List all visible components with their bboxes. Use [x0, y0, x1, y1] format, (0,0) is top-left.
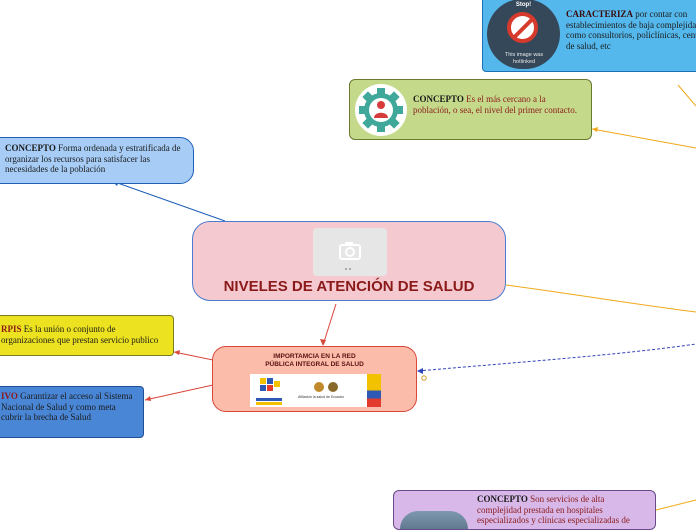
camera-placeholder-icon [313, 228, 387, 276]
objetivo-label: IVO [1, 391, 18, 401]
concepto-bottom-label: CONCEPTO [477, 494, 528, 504]
arrowhead-importancia [320, 339, 326, 346]
importancia-title: IMPORTAMCIA EN LA RED PÚBLICA INTEGRAL D… [265, 353, 364, 368]
objetivo-node[interactable]: IVO Garantizar el acceso al Sistema Naci… [0, 386, 144, 438]
logo-caption: Afiliación la salud de Ecuador [298, 395, 344, 399]
hospital-photo [400, 511, 468, 529]
coat-of-arms-icon-2 [328, 382, 338, 392]
stop-text: Stop! [515, 2, 532, 8]
logo-flag-bar [367, 374, 381, 407]
logo-stripe-yellow [256, 402, 282, 405]
link-central-to-importancia [322, 303, 337, 346]
arrowhead-concepto-top [592, 127, 598, 132]
ecuador-emblem-icon [260, 378, 282, 394]
concepto-left-label: CONCEPTO [5, 143, 56, 153]
hotlinked-image-placeholder: Stop! This image was hotlinked [487, 0, 560, 69]
objetivo-text: Garantizar el acceso al Sistema Nacional… [1, 391, 133, 422]
link-right-to-caracteriza [677, 84, 696, 107]
red-publica-logo-image: Afiliación la salud de Ecuador [250, 374, 381, 407]
concepto-alta-complejidad-node[interactable]: CONCEPTO Son servicios de alta complejid… [393, 490, 656, 530]
link-importancia-to-objetivo [144, 384, 214, 401]
rpis-text: Es la unión o conjunto de organizaciones… [1, 324, 159, 345]
caracteriza-text: por contar con establecimientos de baja … [566, 9, 696, 51]
dashed-relation-link [417, 343, 696, 372]
concepto-top-label: CONCEPTO [413, 94, 464, 104]
logo-stripe-blue [256, 398, 282, 401]
caracteriza-node[interactable]: Stop! This image was hotlinked CARACTERI… [482, 0, 696, 72]
arrowhead-objetivo [145, 396, 151, 401]
concepto-definicion-node[interactable]: CONCEPTO Forma ordenada y estratificada … [0, 137, 194, 184]
gear-person-icon [355, 84, 407, 136]
concepto-primer-nivel-node[interactable]: CONCEPTO Es el más cercano a la població… [349, 79, 592, 140]
central-title: NIVELES DE ATENCIÓN DE SALUD [223, 278, 475, 295]
link-central-to-concepto-left [111, 180, 226, 222]
coat-of-arms-icon [314, 382, 324, 392]
caracteriza-label: CARACTERIZA [566, 9, 634, 19]
link-handle [421, 375, 427, 381]
arrowhead-dashed [417, 368, 423, 374]
prohibited-icon [507, 12, 538, 43]
concepto-left-text: Forma ordenada y estratificada de organi… [5, 143, 181, 174]
hotlinked-text: This image was hotlinked [504, 52, 544, 65]
link-right-to-concepto-bottom [655, 499, 696, 511]
link-importancia-to-rpis [173, 351, 214, 361]
link-right-to-concepto-top [591, 128, 696, 149]
rpis-label: RPIS [1, 324, 22, 334]
importancia-node[interactable]: IMPORTAMCIA EN LA RED PÚBLICA INTEGRAL D… [212, 346, 417, 412]
rpis-node[interactable]: RPIS Es la unión o conjunto de organizac… [0, 315, 174, 356]
central-topic-node[interactable]: NIVELES DE ATENCIÓN DE SALUD [192, 221, 506, 301]
link-central-to-right [505, 284, 696, 313]
arrowhead-rpis [174, 350, 180, 355]
concepto-top-text: Es el más cercano a la población, o sea,… [413, 94, 577, 115]
